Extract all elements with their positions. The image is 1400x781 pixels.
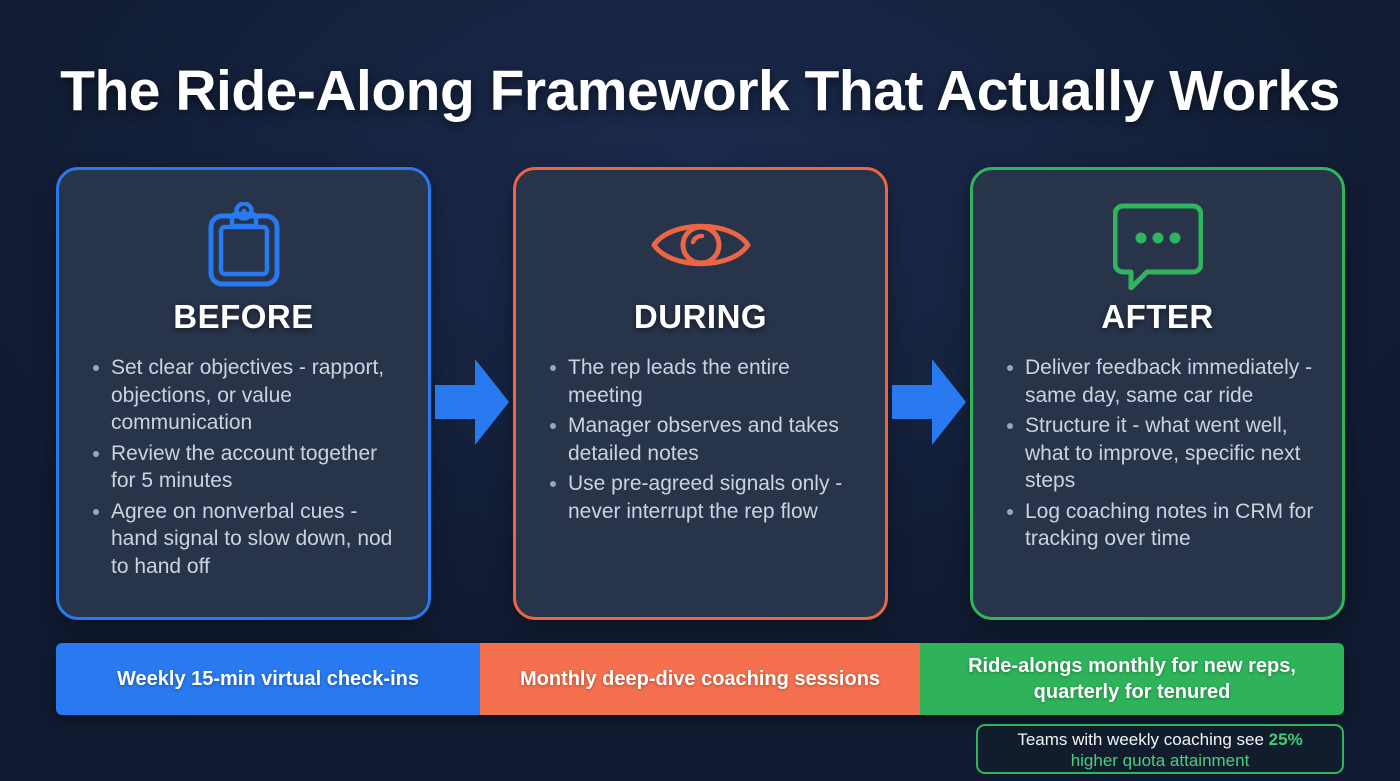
stage-card-after: AFTER Deliver feedback immediately - sam…: [970, 167, 1345, 620]
list-item: Review the account together for 5 minute…: [87, 440, 406, 495]
page-title: The Ride-Along Framework That Actually W…: [60, 59, 1340, 123]
stage-card-bullets: Deliver feedback immediately - same day,…: [995, 354, 1320, 556]
arrow-right-icon: [433, 357, 511, 452]
speech-bubble-icon: [1112, 196, 1203, 294]
list-item: Agree on nonverbal cues - hand signal to…: [87, 498, 406, 581]
stage-card-bullets: Set clear objectives - rapport, objectio…: [81, 354, 406, 583]
stage-card-title: BEFORE: [173, 298, 314, 335]
cadence-segment-ridealong: Ride-alongs monthly for new reps, quarte…: [920, 643, 1344, 715]
cadence-segment-monthly: Monthly deep-dive coaching sessions: [480, 643, 920, 715]
stage-card-before: BEFORE Set clear objectives - rapport, o…: [56, 167, 431, 620]
list-item: The rep leads the entire meeting: [544, 354, 863, 409]
eye-icon: [649, 196, 753, 294]
arrow-right-icon: [890, 357, 968, 452]
clipboard-icon: [206, 196, 282, 294]
stat-callout: Teams with weekly coaching see 25% highe…: [976, 724, 1344, 774]
stage-card-bullets: The rep leads the entire meeting Manager…: [538, 354, 863, 528]
list-item: Deliver feedback immediately - same day,…: [1001, 354, 1320, 409]
list-item: Use pre-agreed signals only - never inte…: [544, 470, 863, 525]
stage-cards-container: BEFORE Set clear objectives - rapport, o…: [0, 167, 1400, 620]
stat-callout-line-2: higher quota attainment: [1070, 750, 1250, 770]
stat-callout-line-1: Teams with weekly coaching see 25%: [1017, 729, 1302, 750]
list-item: Set clear objectives - rapport, objectio…: [87, 354, 406, 437]
cadence-bar: Weekly 15-min virtual check-ins Monthly …: [56, 643, 1344, 715]
list-item: Manager observes and takes detailed note…: [544, 412, 863, 467]
stage-card-title: DURING: [633, 298, 768, 335]
list-item: Structure it - what went well, what to i…: [1001, 412, 1320, 495]
stage-card-during: DURING The rep leads the entire meeting …: [513, 167, 888, 620]
stage-card-title: AFTER: [1101, 298, 1214, 335]
stat-callout-prefix: Teams with weekly coaching see: [1017, 729, 1269, 749]
list-item: Log coaching notes in CRM for tracking o…: [1001, 498, 1320, 553]
cadence-segment-weekly: Weekly 15-min virtual check-ins: [56, 643, 480, 715]
stat-callout-highlight: 25%: [1268, 729, 1303, 749]
